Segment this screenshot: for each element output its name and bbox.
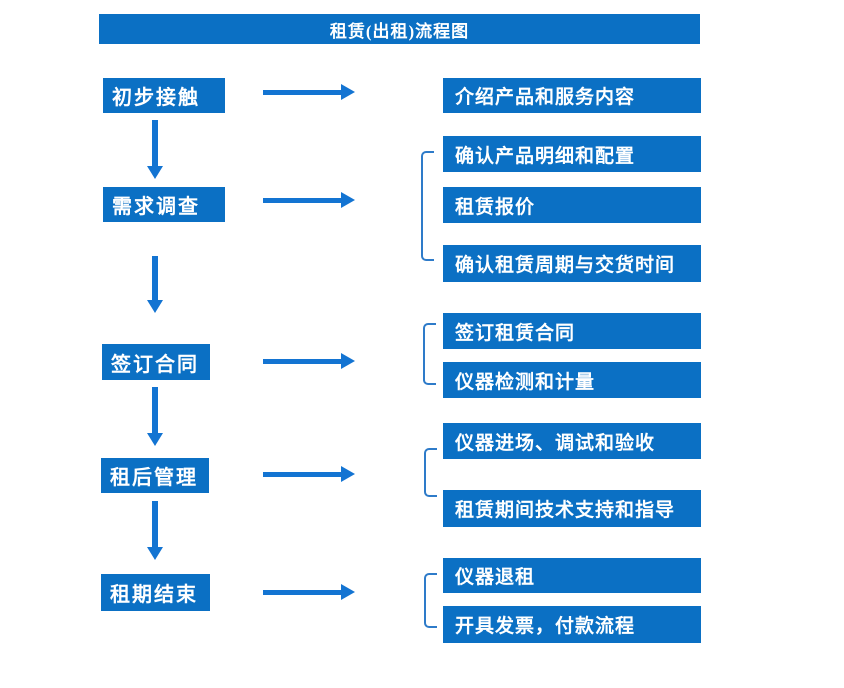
flowchart-title-bar: 租赁(出租)流程图	[99, 14, 700, 44]
arrow-right-icon	[263, 584, 355, 600]
arrow-right-icon	[263, 466, 355, 482]
arrow-down-icon	[147, 501, 163, 560]
detail-box: 确认租赁周期与交货时间	[443, 245, 701, 282]
detail-box: 仪器退租	[443, 558, 701, 593]
group-bracket	[421, 151, 434, 261]
arrow-right-icon	[263, 84, 355, 100]
stage-box-sign-contract: 签订合同	[102, 344, 210, 380]
group-bracket	[424, 573, 437, 628]
detail-box: 确认产品明细和配置	[443, 136, 701, 172]
detail-box: 仪器检测和计量	[443, 362, 701, 398]
detail-box: 签订租赁合同	[443, 313, 701, 349]
arrow-right-icon	[263, 192, 355, 208]
arrow-right-icon	[263, 353, 355, 369]
stage-box-initial-contact: 初步接触	[103, 78, 225, 113]
detail-box: 租赁期间技术支持和指导	[443, 490, 701, 527]
detail-box: 仪器进场、调试和验收	[443, 423, 701, 459]
detail-box: 租赁报价	[443, 187, 701, 223]
detail-box: 介绍产品和服务内容	[443, 78, 701, 113]
group-bracket	[423, 323, 436, 385]
group-bracket	[424, 448, 437, 497]
stage-box-post-rental-management: 租后管理	[101, 458, 209, 493]
arrow-down-icon	[147, 387, 163, 446]
detail-box: 开具发票，付款流程	[443, 606, 701, 643]
page-title: 租赁(出租)流程图	[329, 21, 470, 41]
arrow-down-icon	[147, 120, 163, 179]
stage-box-rental-end: 租期结束	[101, 574, 210, 611]
arrow-down-icon	[147, 256, 163, 313]
stage-box-demand-survey: 需求调查	[103, 187, 225, 222]
